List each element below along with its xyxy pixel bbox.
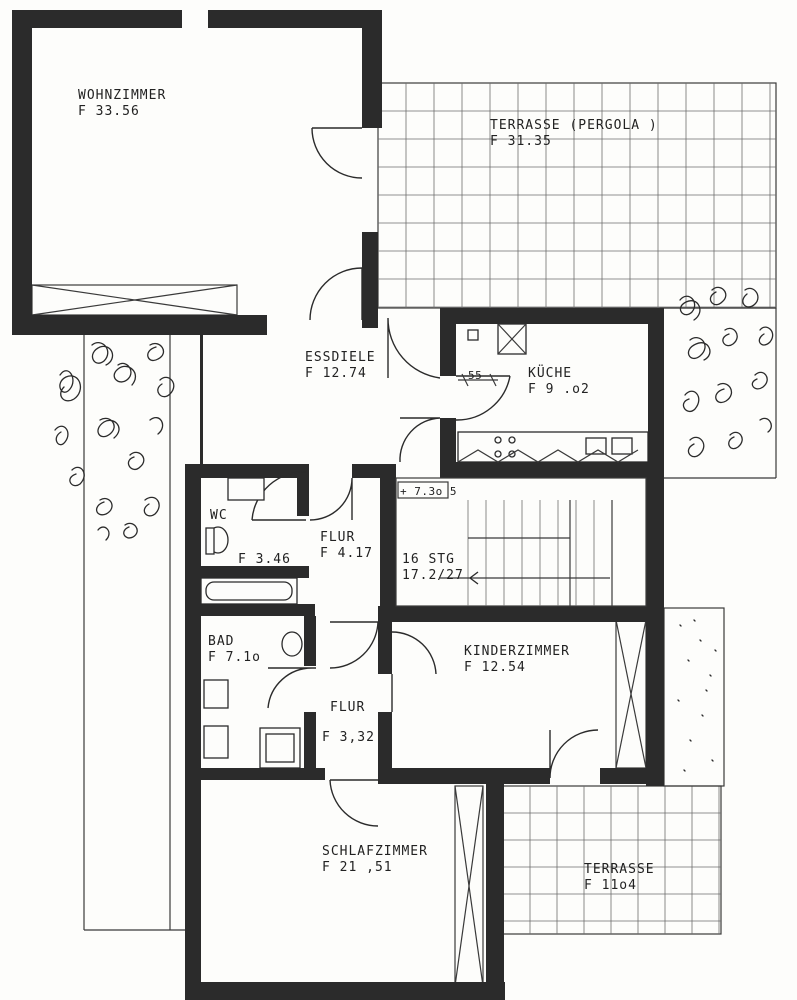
bath-sink-1 [203, 679, 229, 709]
plant-left-1 [54, 342, 175, 541]
dimension-55: 55 [468, 369, 483, 382]
level-mark: + 7.3o 5 [400, 485, 457, 498]
room-label-terrasse-pergola: TERRASSE (PERGOLA )F 31.35 [490, 118, 658, 149]
garden-strip-right [660, 307, 777, 787]
plant-right-1 [679, 286, 774, 458]
bath-sink-2 [203, 725, 229, 759]
fixtures [200, 323, 649, 769]
room-label-flur-lower-area: F 3,32 [322, 730, 375, 745]
window-panels [31, 284, 647, 987]
terrasse-pergola-grid [377, 82, 777, 309]
bath-toilet [281, 631, 303, 657]
room-label-flur-lower: FLUR [330, 700, 366, 715]
dimension-marks [397, 373, 498, 499]
walls [12, 10, 664, 1000]
dots-right-strip [677, 619, 717, 772]
doors [251, 127, 599, 827]
room-label-wc: WC [210, 508, 228, 523]
terrasse-small-grid [502, 785, 722, 935]
room-label-wc-area: F 3.46 [238, 552, 291, 567]
staircase [395, 477, 647, 607]
wc-sink [227, 477, 265, 501]
garden-strip-left [83, 335, 185, 931]
plant-scribbles [54, 286, 774, 772]
